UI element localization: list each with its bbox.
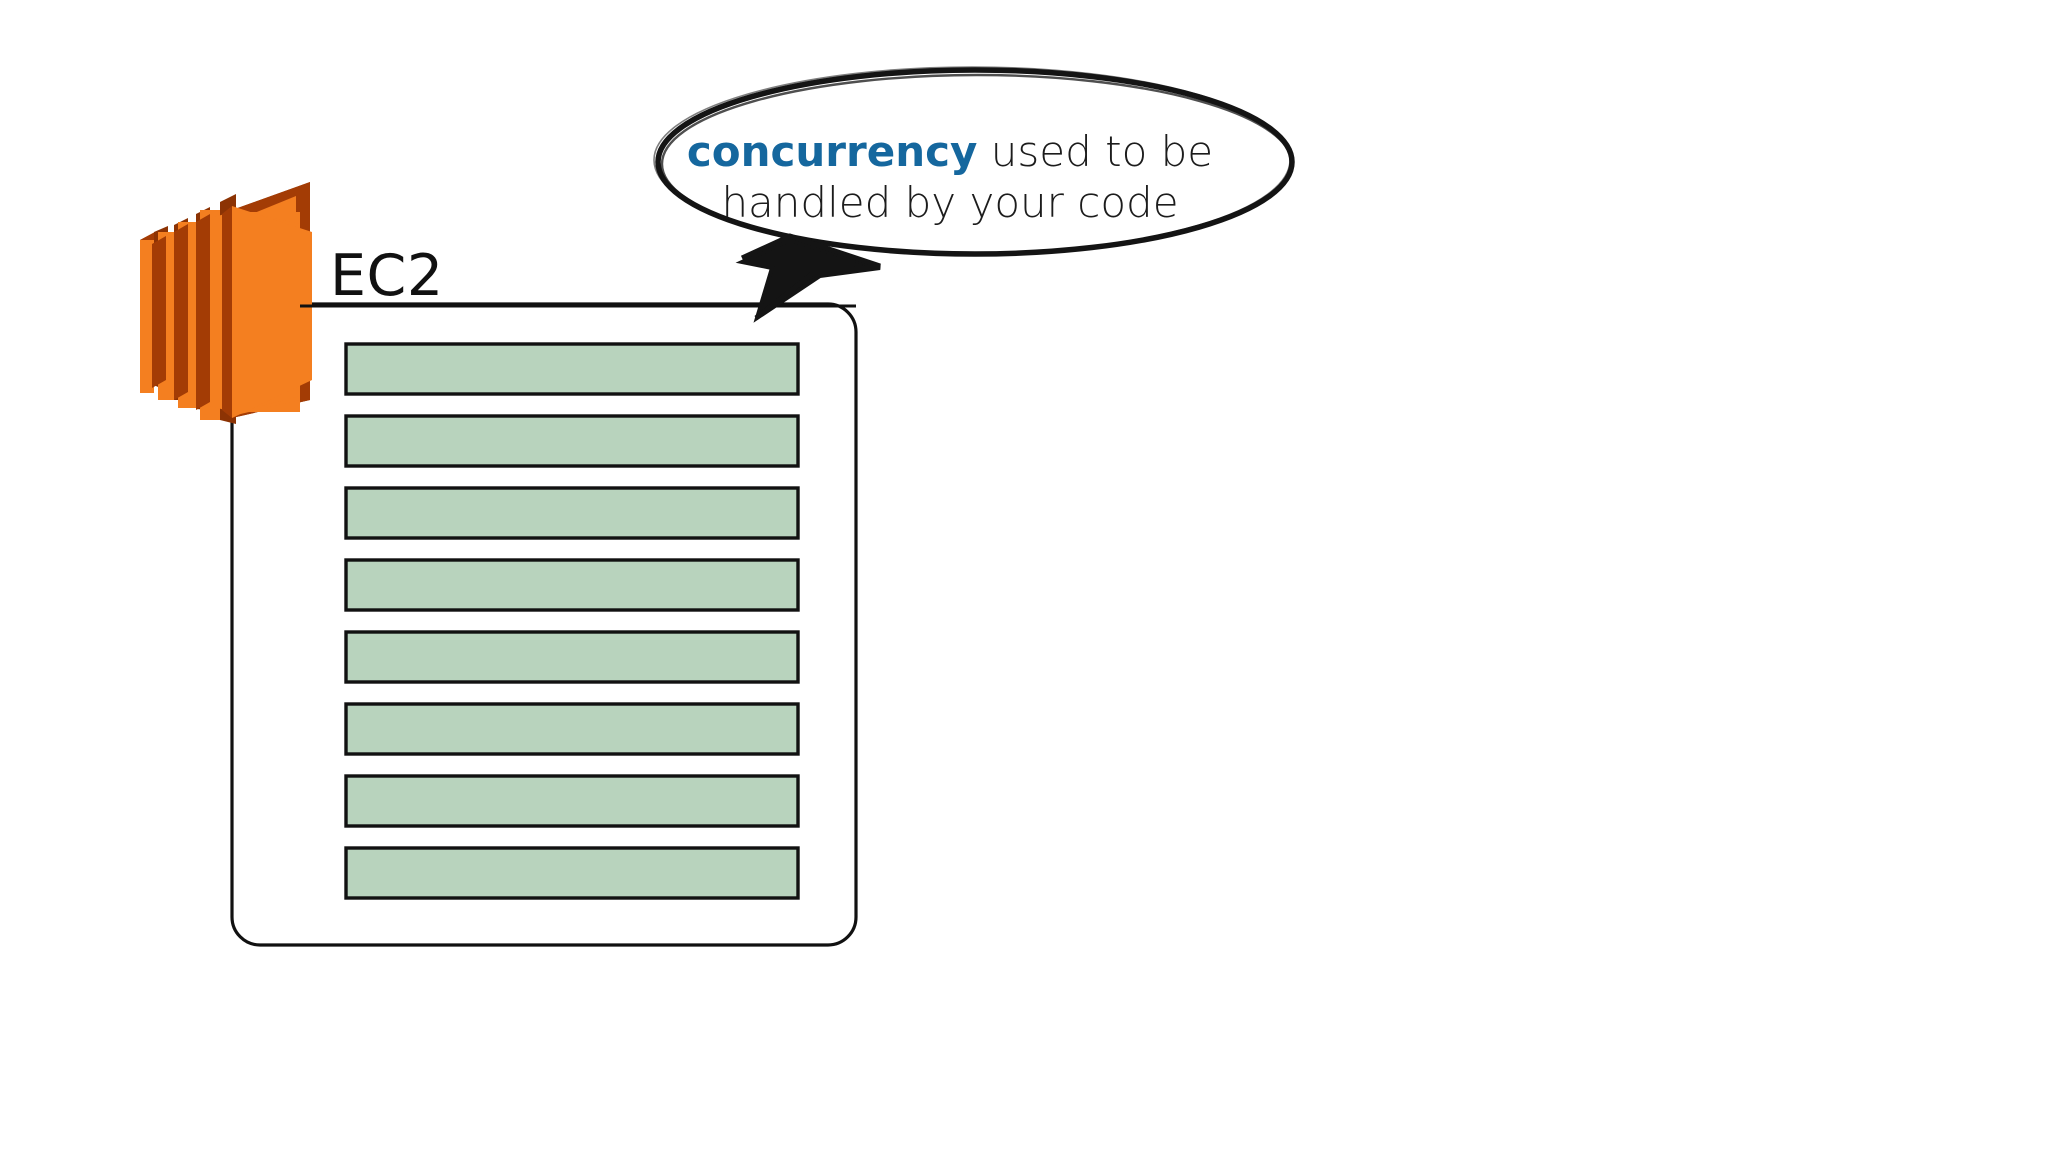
callout-rest: used to be: [977, 127, 1214, 176]
request-bar[interactable]: [344, 414, 800, 468]
request-bar[interactable]: [344, 558, 800, 612]
request-bar-list: [344, 342, 800, 900]
request-bar[interactable]: [344, 486, 800, 540]
callout-keyword: concurrency: [686, 127, 978, 176]
speech-bubble-text: concurrency used to be handled by your c…: [650, 126, 1250, 228]
request-bar[interactable]: [344, 702, 800, 756]
aws-ec2-icon[interactable]: [140, 182, 312, 424]
request-bar[interactable]: [344, 846, 800, 900]
request-bar[interactable]: [344, 774, 800, 828]
request-bar[interactable]: [344, 342, 800, 396]
request-bar[interactable]: [344, 630, 800, 684]
callout-line2: handled by your code: [721, 178, 1179, 228]
speech-bubble[interactable]: [653, 66, 1295, 323]
ec2-label: EC2: [330, 243, 444, 309]
